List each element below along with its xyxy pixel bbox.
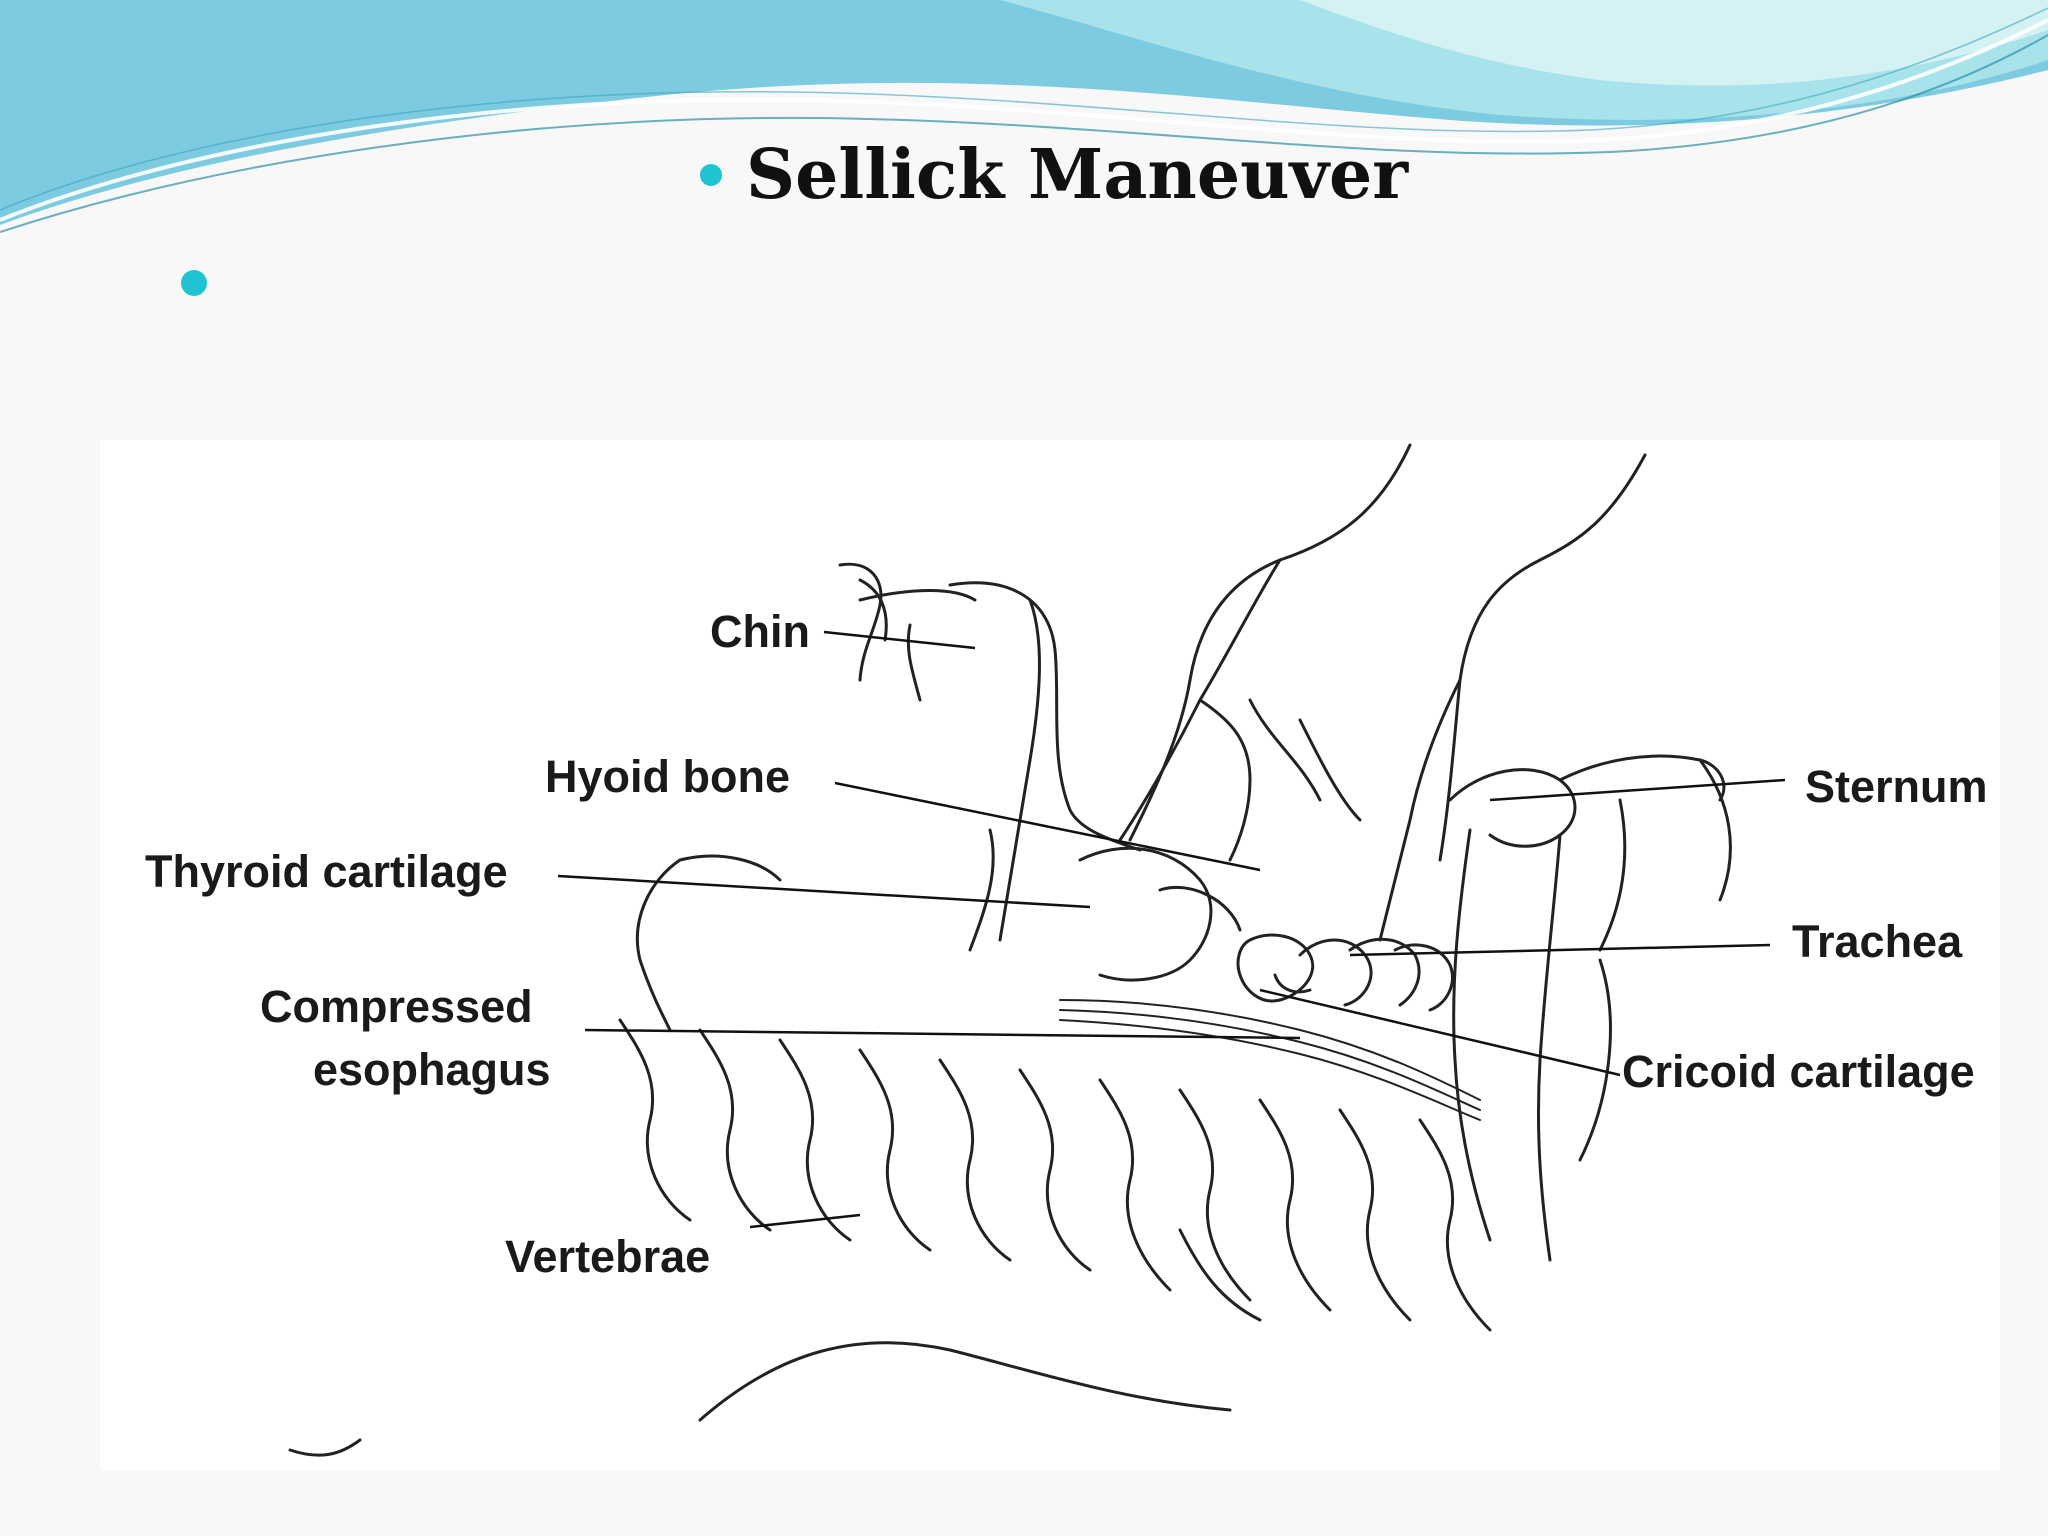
label-thyroid-cartilage: Thyroid cartilage (145, 846, 508, 897)
label-compressed: Compressed (260, 981, 533, 1032)
figure-background (100, 440, 2000, 1470)
label-chin: Chin (710, 606, 810, 657)
header-wave-decoration (0, 0, 2048, 233)
label-vertebrae: Vertebrae (505, 1231, 711, 1282)
label-hyoid-bone: Hyoid bone (545, 751, 790, 802)
label-sternum: Sternum (1805, 761, 1988, 812)
label-cricoid-cartilage: Cricoid cartilage (1622, 1046, 1975, 1097)
empty-bullet-icon (181, 270, 207, 296)
title-row: Sellick Maneuver (700, 130, 1408, 220)
label-esophagus: esophagus (313, 1044, 551, 1095)
title-bullet-icon (700, 164, 722, 186)
label-trachea: Trachea (1792, 916, 1963, 967)
slide-title: Sellick Maneuver (746, 135, 1409, 215)
